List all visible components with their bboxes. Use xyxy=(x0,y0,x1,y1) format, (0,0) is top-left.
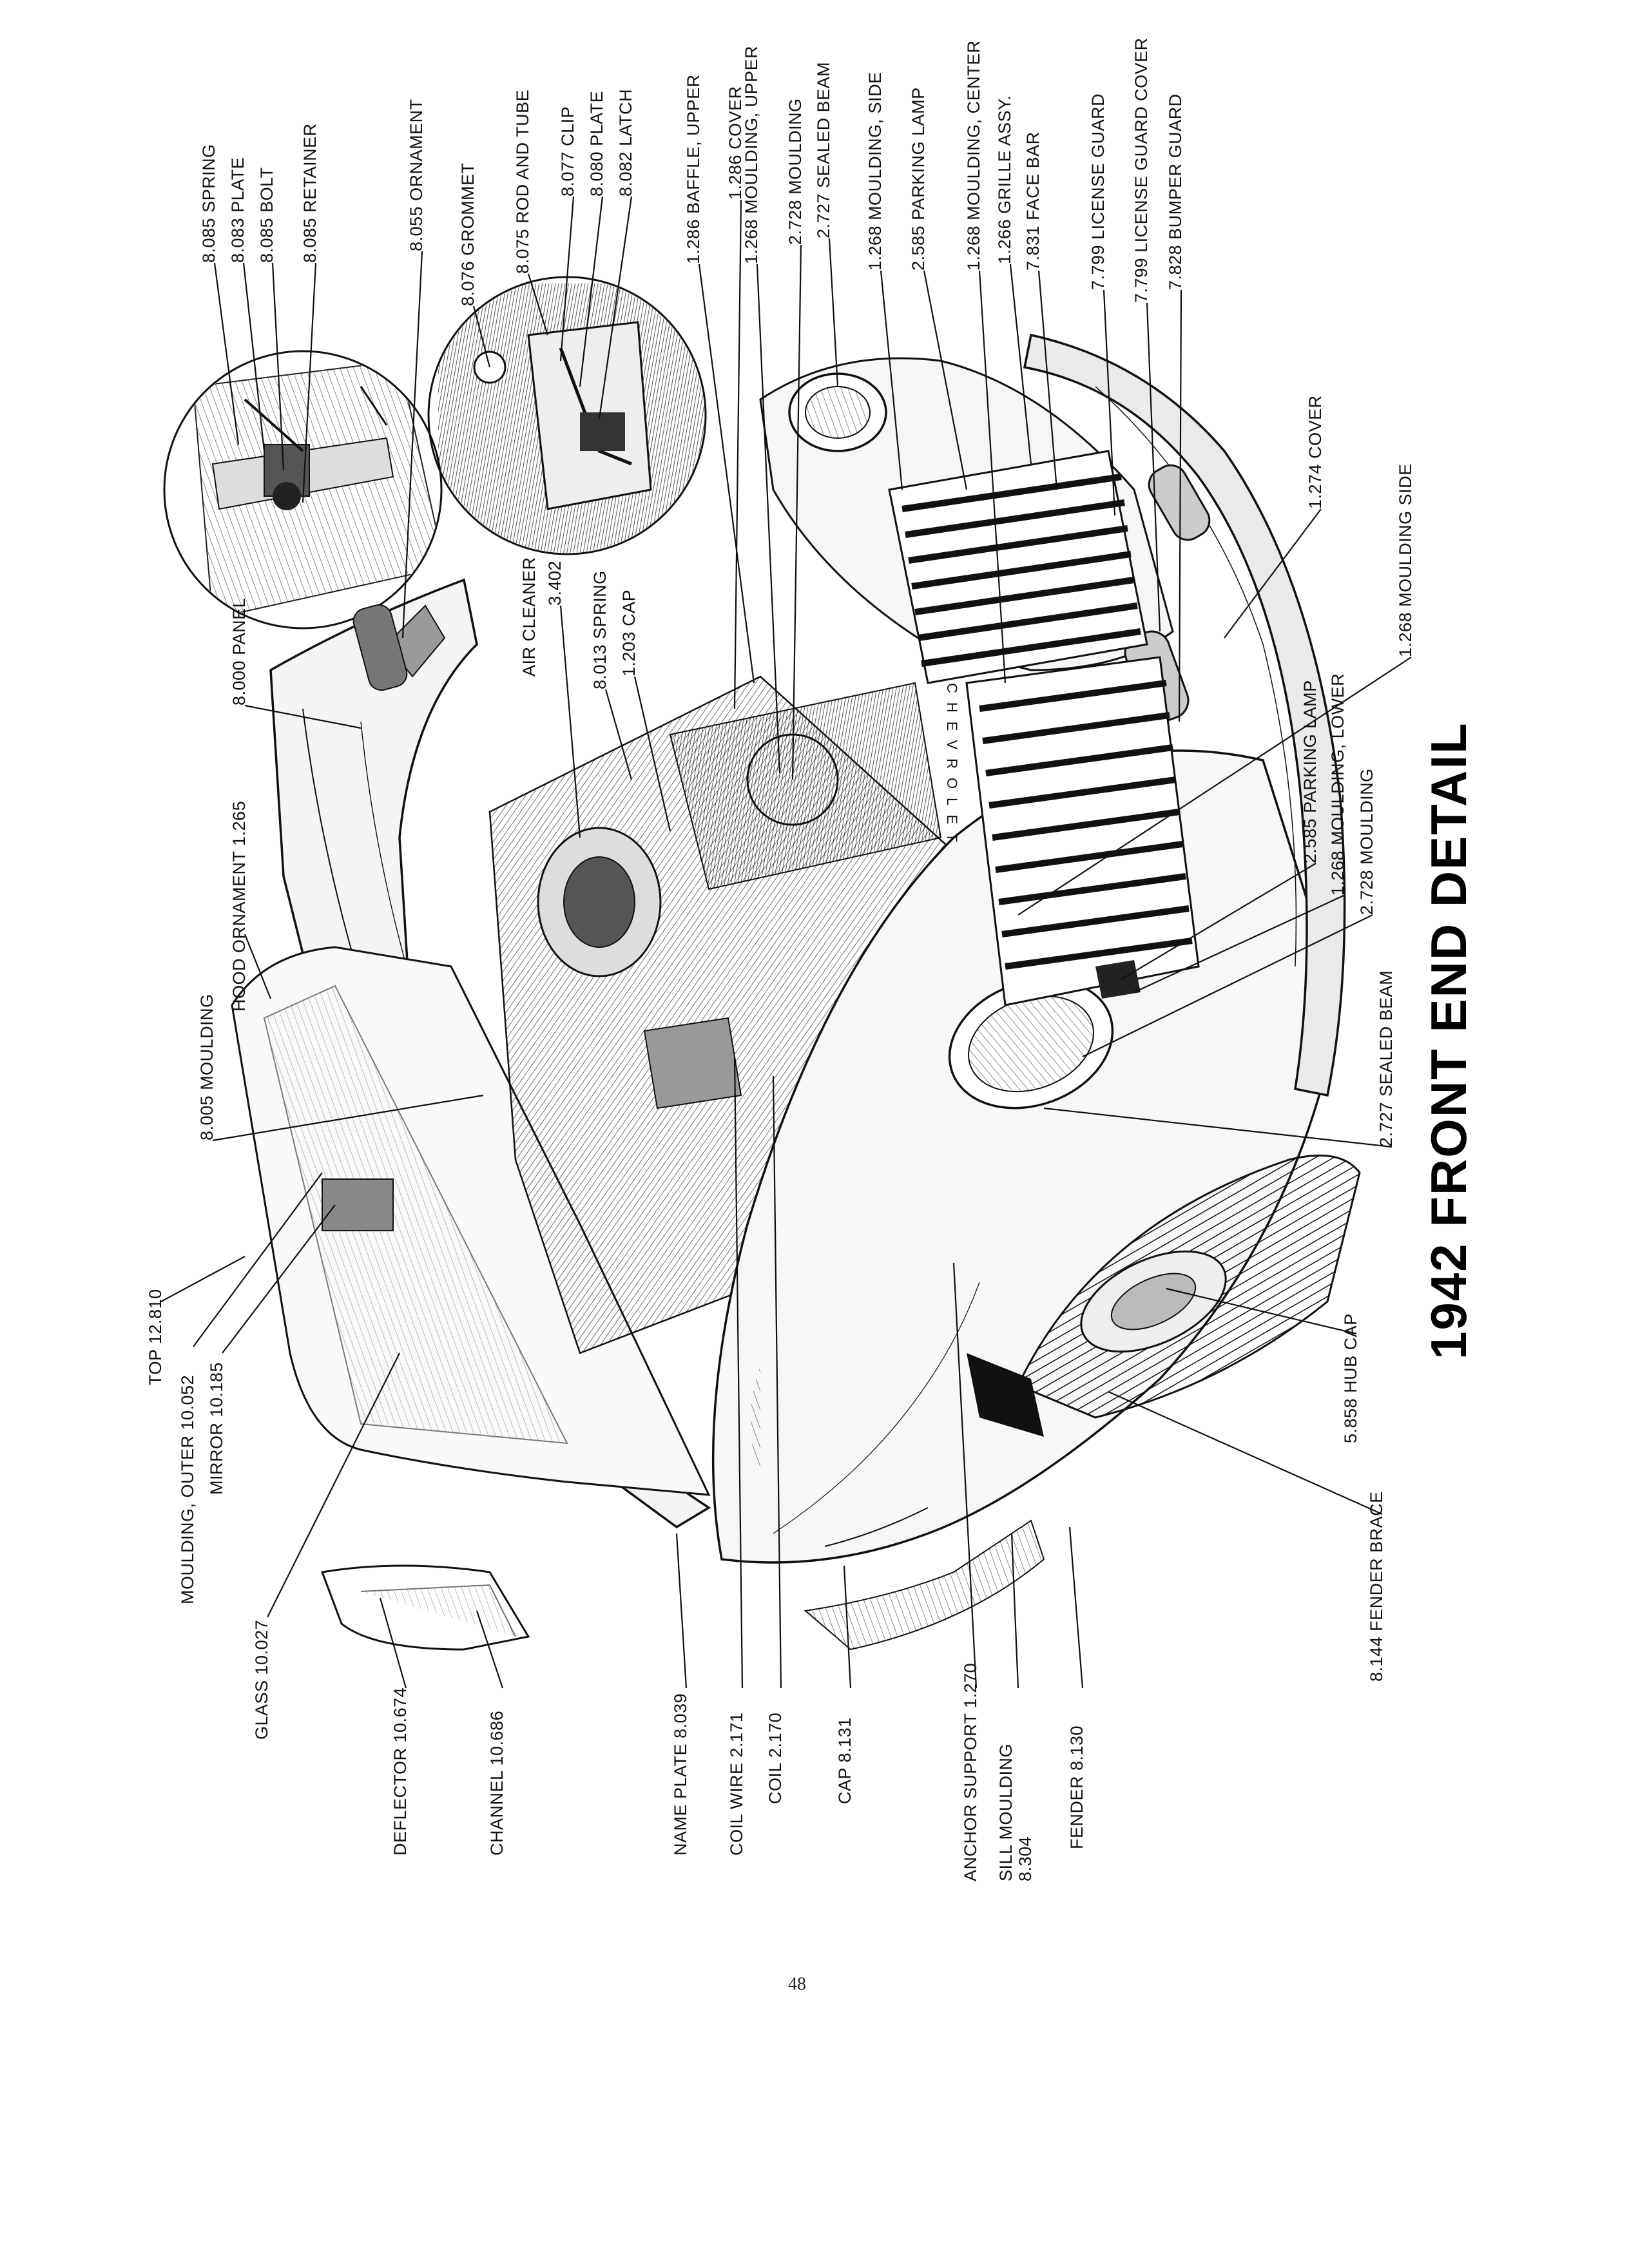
label-panel-8000: 8.000 PANEL xyxy=(229,598,249,706)
label-sealed-beam-2727-low: 2.727 SEALED BEAM xyxy=(1376,970,1396,1147)
label-top-12810: TOP 12.810 xyxy=(146,1289,165,1385)
label-anchor-support-1270: ANCHOR SUPPORT 1.270 xyxy=(961,1663,980,1881)
label-grommet-8076: 8.076 GROMMET xyxy=(458,162,477,306)
label-mirror-10185: MIRROR 10.185 xyxy=(207,1362,226,1495)
label-hub-cap-5858: 5.858 HUB CAP xyxy=(1341,1313,1360,1443)
label-parking-lamp-2585-low: 2.585 PARKING LAMP xyxy=(1300,680,1320,863)
label-license-guard-cover-7799: 7.799 LICENSE GUARD COVER xyxy=(1132,37,1151,303)
label-cover-1274: 1.274 COVER xyxy=(1306,395,1325,509)
grille-lower: CHEVROLET xyxy=(944,656,1200,1006)
cab-windshield xyxy=(231,946,711,1651)
label-rod-tube-8075: 8.075 ROD AND TUBE xyxy=(513,90,532,274)
label-spring-8013: 8.013 SPRING xyxy=(590,570,610,689)
label-license-guard-7799: 7.799 LICENSE GUARD xyxy=(1088,93,1108,290)
label-hood-ornament-1265: HOOD ORNAMENT 1.265 xyxy=(229,801,249,1012)
label-glass-10027: GLASS 10.027 xyxy=(252,1620,271,1740)
grille-upper xyxy=(888,450,1148,684)
fender-lower xyxy=(804,1507,1045,1651)
label-baffle-1286: 1.286 BAFFLE, UPPER xyxy=(684,74,703,264)
label-deflector-10674: DEFLECTOR 10.674 xyxy=(390,1687,410,1856)
label-name-plate-8039: NAME PLATE 8.039 xyxy=(671,1693,690,1856)
inset-latch-detail xyxy=(427,276,707,555)
diagram-title: 1942 FRONT END DETAIL xyxy=(1420,722,1477,1360)
leader-lines xyxy=(160,196,1412,1689)
label-plate-8083: 8.083 PLATE xyxy=(228,157,247,263)
label-grille-1266: 1.266 GRILLE ASSY. xyxy=(995,95,1014,264)
label-cap-8131: CAP 8.131 xyxy=(835,1717,854,1804)
label-fender-brace-8144: 8.144 FENDER BRACE xyxy=(1367,1491,1386,1682)
label-plate-8080: 8.080 PLATE xyxy=(587,91,606,197)
label-moulding-center-1268: 1.268 MOULDING, CENTER xyxy=(964,40,983,271)
label-clip-8077: 8.077 CLIP xyxy=(558,106,577,197)
label-channel-10686: CHANNEL 10.686 xyxy=(487,1711,506,1856)
label-bumper-guard-7828: 7.828 BUMPER GUARD xyxy=(1166,93,1185,290)
page-number: 48 xyxy=(788,1974,806,1994)
label-retainer-8085: 8.085 RETAINER xyxy=(300,123,320,263)
label-fender-8130: FENDER 8.130 xyxy=(1067,1725,1086,1849)
label-cap-1203: 1.203 CAP xyxy=(619,590,639,677)
label-air-cleaner-a: AIR CLEANER xyxy=(519,557,539,677)
label-cover-1286: 1.286 COVER xyxy=(726,86,745,200)
wheel-hub xyxy=(967,1154,1361,1437)
label-moulding-lower-1268: 1.268 MOULDING, LOWER xyxy=(1328,673,1347,896)
label-sealed-beam-2727-top: 2.727 SEALED BEAM xyxy=(814,62,833,238)
engine-compartment xyxy=(488,675,968,1354)
label-moulding-upper-1268: 1.268 MOULDING, UPPER xyxy=(742,46,761,264)
label-parking-lamp-2585-top: 2.585 PARKING LAMP xyxy=(909,87,928,271)
label-moulding-outer-10052: MOULDING, OUTER 10.052 xyxy=(178,1375,197,1604)
label-bolt-8085: 8.085 BOLT xyxy=(257,167,276,263)
part-labels: 8.085 SPRING 8.083 PLATE 8.085 BOLT 8.08… xyxy=(146,37,1415,1881)
label-moulding-side-1268-right: 1.268 MOULDING SIDE xyxy=(1396,463,1415,657)
car-illustration: CHEVROLET xyxy=(163,276,1361,1651)
label-moulding-2728-top: 2.728 MOULDING xyxy=(786,98,805,245)
label-moulding-2728-low: 2.728 MOULDING xyxy=(1357,768,1376,915)
inset-spring-detail xyxy=(163,350,443,629)
label-face-bar-7831: 7.831 FACE BAR xyxy=(1023,131,1043,271)
label-moulding-side-1268: 1.268 MOULDING, SIDE xyxy=(865,72,885,271)
label-sill-moulding-a: SILL MOULDING xyxy=(996,1744,1016,1881)
label-air-cleaner-b: 3.402 xyxy=(545,561,564,606)
label-ornament-8055: 8.055 ORNAMENT xyxy=(407,99,426,251)
grille-lettering: CHEVROLET xyxy=(944,683,960,850)
label-spring-8085: 8.085 SPRING xyxy=(199,144,218,263)
label-moulding-8005: 8.005 MOULDING xyxy=(197,994,217,1140)
label-latch-8082: 8.082 LATCH xyxy=(616,89,635,197)
label-sill-moulding-b: 8.304 xyxy=(1016,1836,1035,1881)
label-coil-wire-2171: COIL WIRE 2.171 xyxy=(727,1712,746,1856)
label-coil-2170: COIL 2.170 xyxy=(766,1713,785,1804)
